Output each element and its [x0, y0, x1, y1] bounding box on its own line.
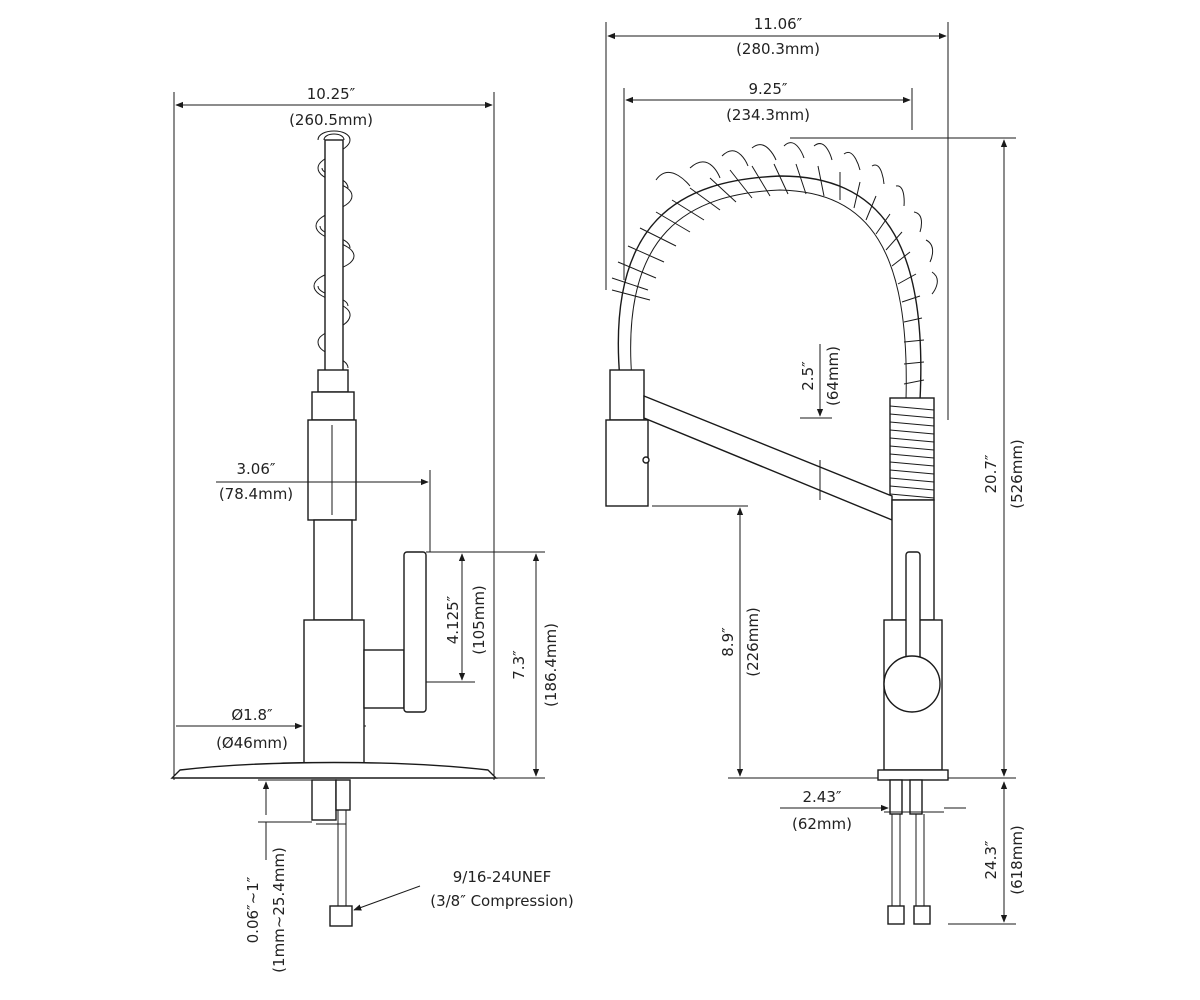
side-spring-arch — [611, 142, 938, 401]
side-height-mm: (526mm) — [1008, 439, 1026, 509]
side-spout-arm — [643, 394, 893, 522]
front-lever-mm: (105mm) — [470, 585, 488, 655]
front-deck-mm: (1mm~25.4mm) — [270, 847, 288, 973]
front-spray-head — [317, 369, 349, 393]
front-width-in: 10.25″ — [307, 85, 356, 103]
front-base-dia-in: Ø1.8″ — [231, 706, 273, 724]
front-deck-plate — [170, 761, 498, 779]
front-lever — [403, 551, 427, 713]
front-base-dia-mm: (Ø46mm) — [216, 734, 288, 752]
front-view — [170, 92, 545, 927]
side-hose-in: 24.3″ — [982, 840, 1000, 879]
front-body-base — [303, 619, 365, 773]
side-shank-in: 2.43″ — [802, 788, 841, 806]
side-hose-fitting-right — [913, 905, 931, 925]
front-lever-in: 4.125″ — [444, 595, 462, 644]
side-drop-mm: (64mm) — [824, 346, 842, 406]
front-spout-in: 3.06″ — [236, 460, 275, 478]
side-width-in: 11.06″ — [754, 15, 803, 33]
front-thread-spec: 9/16-24UNEF — [453, 868, 552, 886]
side-height-in: 20.7″ — [982, 454, 1000, 493]
front-thread-note: (3/8″ Compression) — [430, 892, 574, 910]
front-hose-fitting — [329, 905, 353, 927]
side-hose-fitting-left — [887, 905, 905, 925]
front-base-height-in: 7.3″ — [510, 650, 528, 680]
front-body-upper — [313, 519, 353, 621]
front-base-height-mm: (186.4mm) — [542, 623, 560, 707]
side-shank-mm: (62mm) — [792, 815, 852, 833]
front-spring-coil — [313, 130, 355, 376]
front-spout-mm: (78.4mm) — [219, 485, 293, 503]
side-spray-head — [609, 369, 645, 421]
side-reach-in: 9.25″ — [748, 80, 787, 98]
side-spring-lower — [889, 397, 935, 501]
side-clearance-in: 8.9″ — [719, 627, 737, 657]
side-hose-mm: (618mm) — [1008, 825, 1026, 895]
side-drop-in: 2.5″ — [799, 361, 817, 391]
front-deck-in: 0.06″~1″ — [244, 876, 262, 943]
side-width-mm: (280.3mm) — [736, 40, 820, 58]
side-view — [605, 22, 1016, 925]
side-lever-hub — [883, 655, 941, 713]
front-width-mm: (260.5mm) — [289, 111, 373, 129]
side-reach-mm: (234.3mm) — [726, 106, 810, 124]
side-clearance-mm: (226mm) — [744, 607, 762, 677]
